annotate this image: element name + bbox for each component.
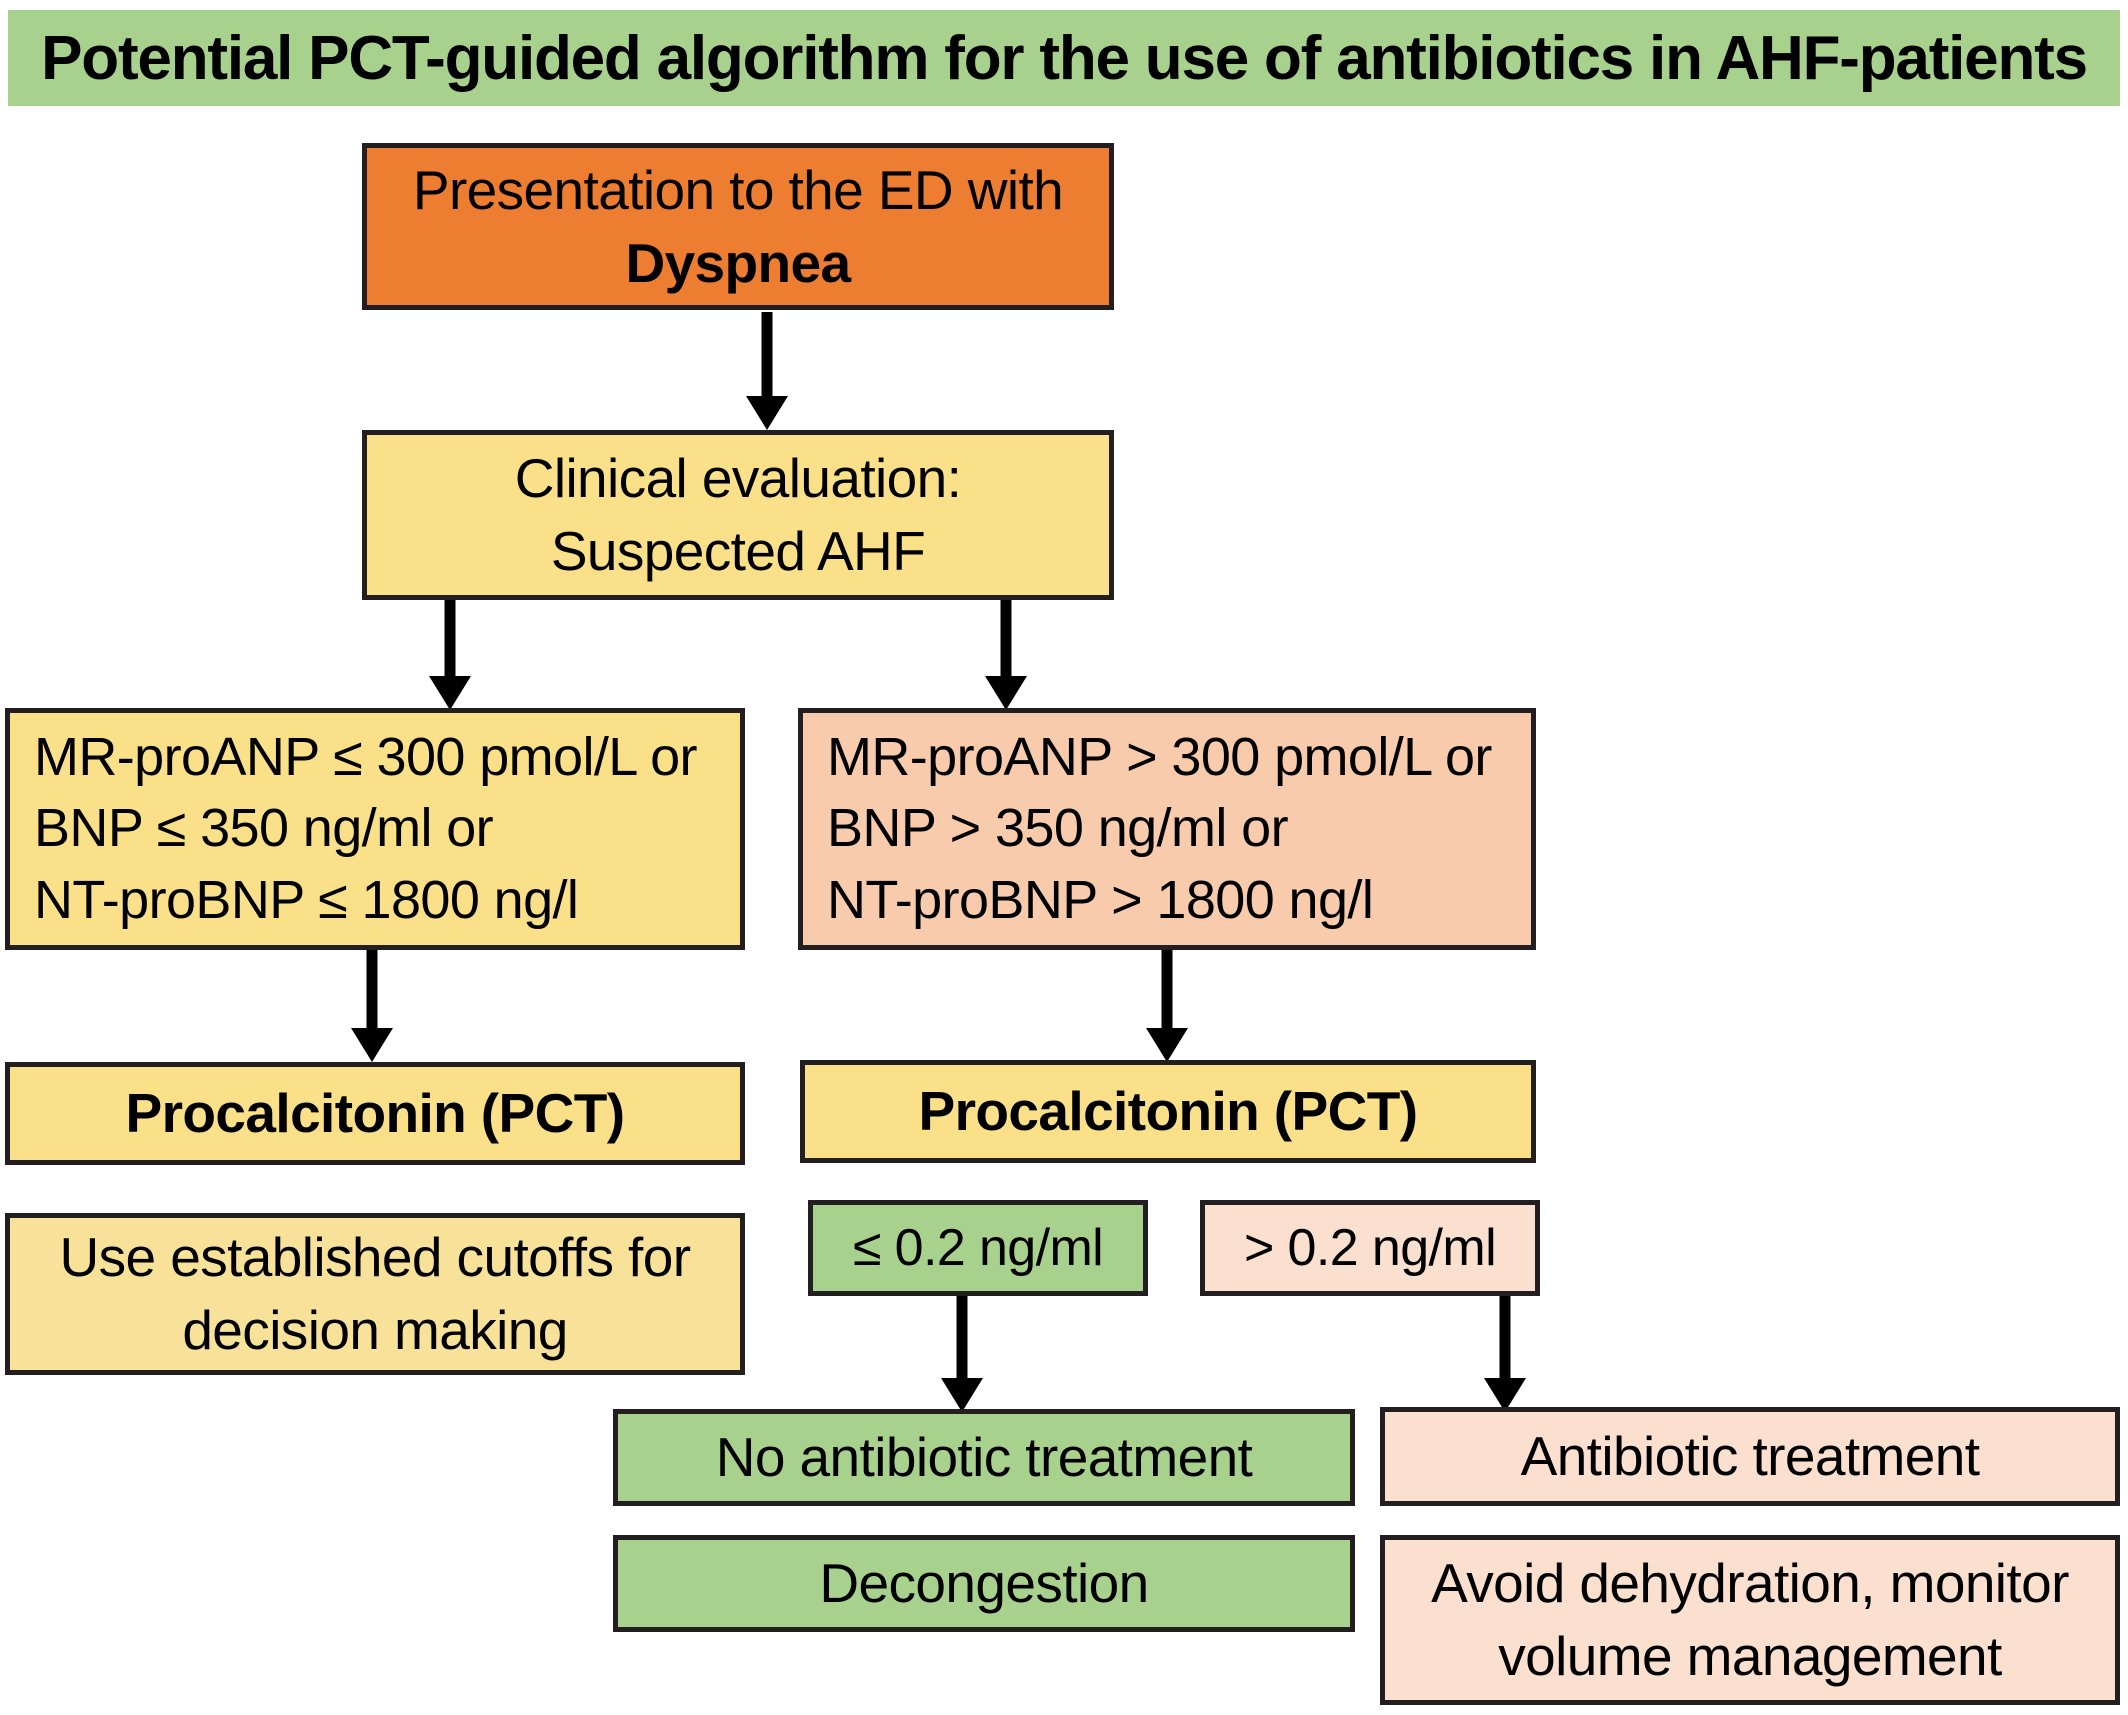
node-no-antibiotic-label: No antibiotic treatment	[715, 1426, 1253, 1489]
node-avoid-dehydration-line2: volume management	[1498, 1625, 2002, 1687]
node-antibiotic-label: Antibiotic treatment	[1520, 1425, 1980, 1488]
arrow-clinical-evaluation-to-biomarker-high	[984, 600, 1028, 710]
node-presentation-line2: Dyspnea	[625, 231, 851, 294]
node-biomarker-high-line3: NT-proBNP > 1800 ng/l	[827, 869, 1374, 930]
node-biomarker-low-line1: MR-proANP ≤ 300 pmol/L or	[34, 727, 698, 788]
node-clinical-evaluation: Clinical evaluation: Suspected AHF	[362, 430, 1114, 600]
node-pct-at-or-below-threshold: ≤ 0.2 ng/ml	[808, 1200, 1148, 1296]
arrow-biomarker-low-to-pct-left	[350, 950, 394, 1062]
node-biomarker-above-cutoff: MR-proANP > 300 pmol/L or BNP > 350 ng/m…	[798, 708, 1536, 950]
node-antibiotic-treatment: Antibiotic treatment	[1380, 1407, 2120, 1506]
node-pct-low-label: ≤ 0.2 ng/ml	[852, 1218, 1104, 1277]
node-procalcitonin-left: Procalcitonin (PCT)	[5, 1062, 745, 1165]
node-procalcitonin-right: Procalcitonin (PCT)	[800, 1060, 1536, 1163]
arrow-pct-low-to-no-antibiotic	[940, 1296, 984, 1412]
node-biomarker-high-line2: BNP > 350 ng/ml or	[827, 798, 1289, 859]
node-established-cutoffs-line1: Use established cutoffs for	[59, 1226, 692, 1289]
arrow-presentation-to-clinical-evaluation	[745, 312, 789, 430]
arrow-biomarker-high-to-pct-right	[1145, 950, 1189, 1062]
arrow-clinical-evaluation-to-biomarker-low	[428, 600, 472, 710]
node-biomarker-low-line2: BNP ≤ 350 ng/ml or	[34, 798, 494, 859]
node-decongestion-label: Decongestion	[819, 1552, 1149, 1615]
node-procalcitonin-left-label: Procalcitonin (PCT)	[125, 1082, 626, 1145]
node-established-cutoffs-line2: decision making	[182, 1299, 568, 1361]
node-established-cutoffs: Use established cutoffs for decision mak…	[5, 1213, 745, 1375]
node-procalcitonin-right-label: Procalcitonin (PCT)	[918, 1080, 1419, 1143]
node-clinical-evaluation-line1: Clinical evaluation:	[514, 447, 962, 510]
node-biomarker-high-line1: MR-proANP > 300 pmol/L or	[827, 727, 1492, 788]
node-clinical-evaluation-line2: Suspected AHF	[550, 520, 926, 582]
node-biomarker-below-cutoff: MR-proANP ≤ 300 pmol/L or BNP ≤ 350 ng/m…	[5, 708, 745, 950]
node-avoid-dehydration: Avoid dehydration, monitor volume manage…	[1380, 1535, 2120, 1705]
node-pct-high-label: > 0.2 ng/ml	[1243, 1218, 1497, 1277]
node-biomarker-low-line3: NT-proBNP ≤ 1800 ng/l	[34, 869, 579, 930]
node-pct-above-threshold: > 0.2 ng/ml	[1200, 1200, 1540, 1296]
diagram-title: Potential PCT-guided algorithm for the u…	[8, 10, 2120, 106]
node-presentation-line1: Presentation to the ED with	[412, 158, 1064, 221]
node-decongestion: Decongestion	[613, 1535, 1355, 1632]
node-presentation-to-ed: Presentation to the ED with Dyspnea	[362, 143, 1114, 310]
arrow-pct-high-to-antibiotic	[1483, 1296, 1527, 1412]
node-avoid-dehydration-line1: Avoid dehydration, monitor	[1431, 1552, 2069, 1615]
node-no-antibiotic-treatment: No antibiotic treatment	[613, 1409, 1355, 1506]
